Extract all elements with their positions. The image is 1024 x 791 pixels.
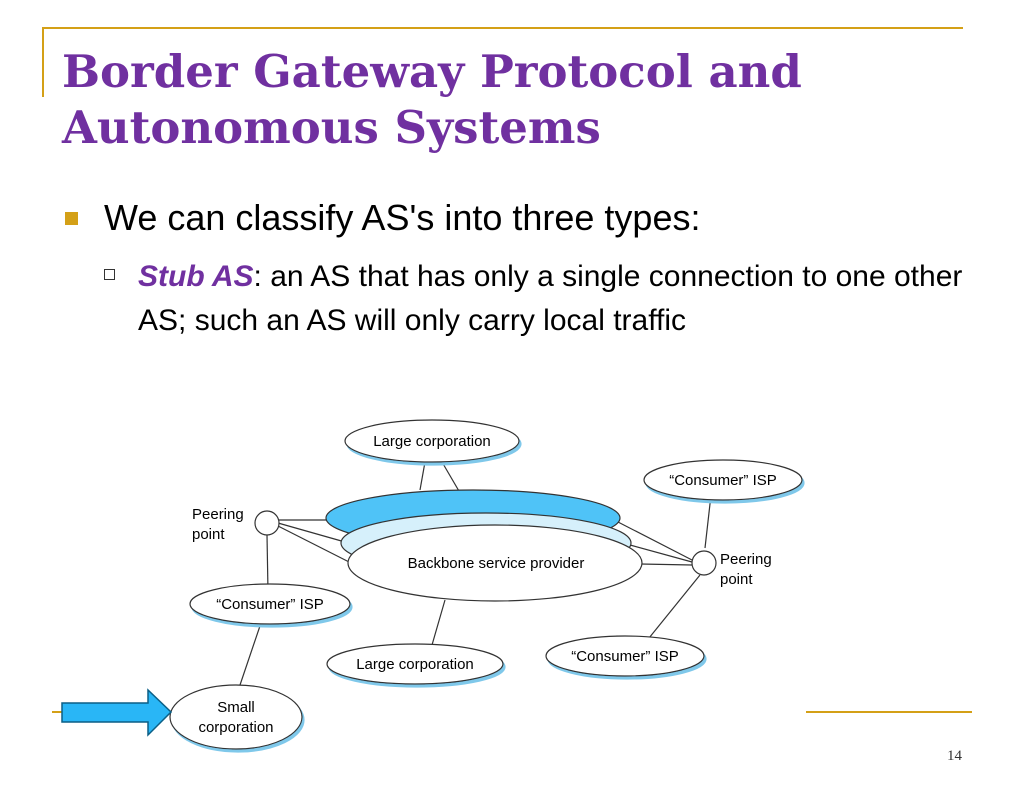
peering-point-left [254,510,280,536]
large-corporation-bottom-node [326,643,504,685]
consumer-isp-left-node [189,583,351,625]
stub-as-definition: : an AS that has only a single connectio… [138,260,963,337]
small-corporation-label-1: Small [217,699,255,716]
consumer-isp-bottom-right-node [545,635,705,677]
large-corporation-top-label: Large corporation [373,433,491,450]
page-number: 14 [947,748,962,764]
peering-right-label-2: point [720,571,753,588]
sub-bullet-text: Stub AS: an AS that has only a single co… [138,255,968,343]
title-frame-top-line [42,27,963,29]
consumer-isp-bottom-right-label: “Consumer” ISP [571,648,679,665]
title-frame-left-line [42,27,44,97]
bullet-text: We can classify AS's into three types: [104,197,701,238]
peering-left-label-1: Peering [192,506,244,523]
large-corporation-bottom-label: Large corporation [356,656,474,673]
square-bullet-icon [65,212,78,225]
peering-left-label-2: point [192,526,225,543]
footer-line-right [806,711,972,713]
slide-title: Border Gateway Protocol and Autonomous S… [62,45,802,154]
peering-point-right [691,550,717,576]
backbone-label: Backbone service provider [408,555,585,572]
backbone-node [347,524,643,602]
large-corporation-top-node [344,419,520,463]
pointer-arrow-icon [61,688,173,737]
consumer-isp-left-label: “Consumer” ISP [216,596,324,613]
stub-as-term: Stub AS [138,260,254,293]
small-corporation-label-2: corporation [198,719,273,736]
hollow-square-bullet-icon [104,269,115,280]
peering-right-label-1: Peering [720,551,772,568]
consumer-isp-top-right-node [643,459,803,501]
consumer-isp-top-right-label: “Consumer” ISP [669,472,777,489]
small-corporation-node [169,684,303,750]
